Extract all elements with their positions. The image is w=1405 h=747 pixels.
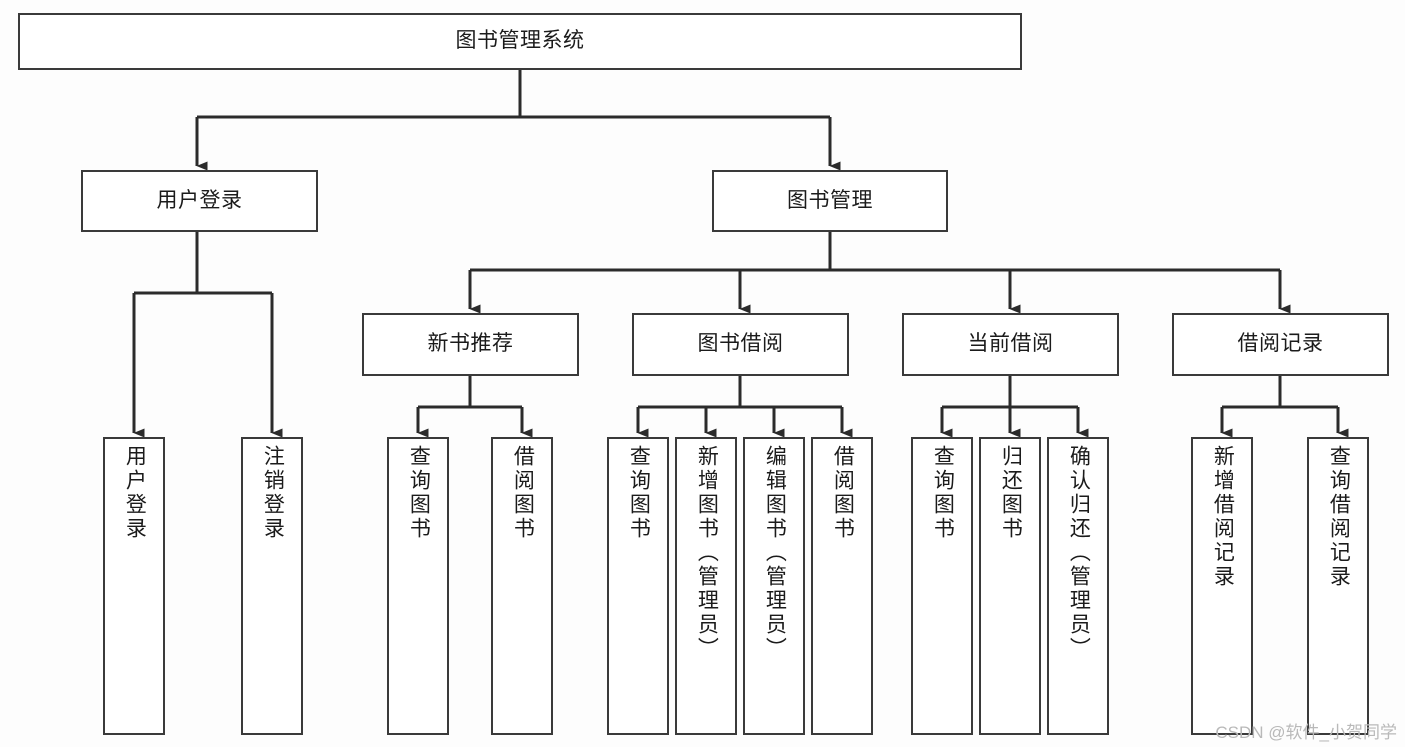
node-label: 当前借阅 [967,332,1054,356]
node-label: 编辑图书（管理员） [763,445,787,661]
node-leaf-query-book-current[interactable]: 查询图书 [911,437,973,735]
csdn-watermark: CSDN @软件_小贺同学 [1215,723,1397,742]
node-current-borrow[interactable]: 当前借阅 [902,313,1119,376]
node-label: 归还图书 [999,445,1023,541]
node-leaf-user-login[interactable]: 用户登录 [103,437,165,735]
node-label: 借阅记录 [1237,332,1324,356]
node-label: 用户登录 [156,188,243,212]
node-leaf-query-book-borrow[interactable]: 查询图书 [607,437,669,735]
node-label: 确认归还（管理员） [1067,445,1091,661]
node-label: 查询图书 [931,445,955,541]
node-label: 查询图书 [627,445,651,541]
node-label: 图书管理系统 [455,29,585,53]
node-root-book-management-system[interactable]: 图书管理系统 [18,13,1022,70]
node-label: 新书推荐 [427,332,514,356]
node-leaf-query-borrow-record[interactable]: 查询借阅记录 [1307,437,1369,735]
node-leaf-return-book[interactable]: 归还图书 [979,437,1041,735]
node-leaf-add-borrow-record[interactable]: 新增借阅记录 [1191,437,1253,735]
node-leaf-borrow-book[interactable]: 借阅图书 [811,437,873,735]
node-user-login[interactable]: 用户登录 [81,170,318,232]
node-label: 注销登录 [261,445,285,541]
node-label: 查询借阅记录 [1327,445,1351,589]
node-label: 借阅图书 [511,445,535,541]
node-book-management[interactable]: 图书管理 [712,170,948,232]
node-label: 图书借阅 [697,332,784,356]
node-label: 用户登录 [123,445,147,541]
node-new-book-recommend[interactable]: 新书推荐 [362,313,579,376]
node-label: 借阅图书 [831,445,855,541]
node-leaf-add-book-admin[interactable]: 新增图书（管理员） [675,437,737,735]
node-borrow-record[interactable]: 借阅记录 [1172,313,1389,376]
node-leaf-edit-book-admin[interactable]: 编辑图书（管理员） [743,437,805,735]
node-leaf-query-book-recommend[interactable]: 查询图书 [387,437,449,735]
node-label: 查询图书 [407,445,431,541]
node-leaf-logout[interactable]: 注销登录 [241,437,303,735]
node-label: 新增借阅记录 [1211,445,1235,589]
node-label: 新增图书（管理员） [695,445,719,661]
node-leaf-borrow-book-recommend[interactable]: 借阅图书 [491,437,553,735]
node-label: 图书管理 [787,188,873,212]
node-leaf-confirm-return-admin[interactable]: 确认归还（管理员） [1047,437,1109,735]
node-book-borrow[interactable]: 图书借阅 [632,313,849,376]
